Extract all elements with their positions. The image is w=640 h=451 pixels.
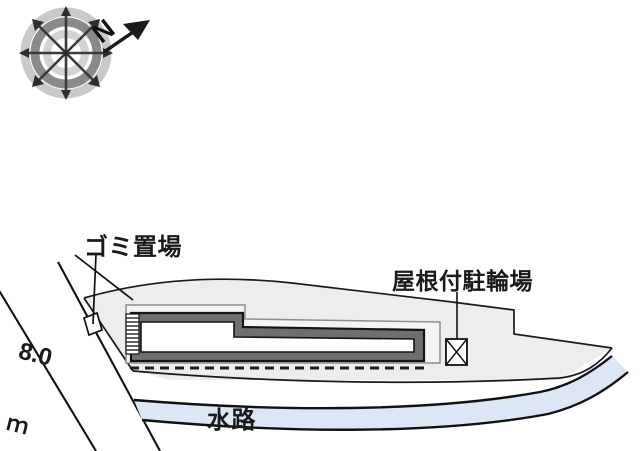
label-covered-bicycle-parking: 屋根付駐輪場 <box>392 268 533 294</box>
compass-rose <box>19 6 113 100</box>
bicycle-parking-marker <box>445 338 468 366</box>
road-width-unit: ｍ <box>3 410 32 440</box>
north-arrow <box>103 20 150 54</box>
apartment-building <box>125 304 441 364</box>
garbage-leader-line <box>74 253 134 325</box>
label-waterway: 水路 <box>207 407 256 434</box>
waterway-channel <box>133 355 629 431</box>
label-garbage-area: ゴミ置場 <box>84 234 182 261</box>
stairs-hatching <box>125 313 140 355</box>
road-width-value: 8.0 <box>15 337 55 372</box>
